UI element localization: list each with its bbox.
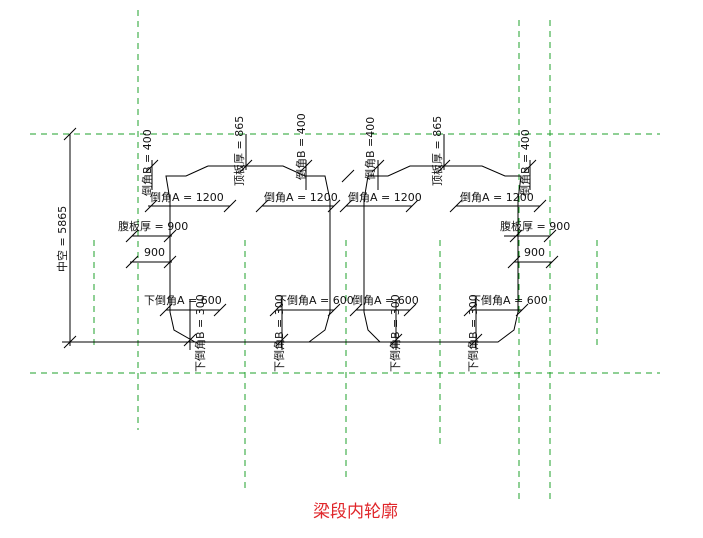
chamfer-b-label-4: 倒角B = 400 [519,129,532,196]
chamfer-b-label-3: 倒角B =400 [364,117,377,180]
web-thickness-label-1: 腹板厚 = 900 [118,219,188,233]
tick [389,333,403,347]
bottom-chamfer-a-label-3: 倒角A = 600 [352,294,419,307]
tick [327,303,341,317]
tick [223,199,237,213]
right-cell-outline [363,165,522,343]
bottom-chamfer-b-label-2: 下倒角B = 300 [273,294,286,372]
tick [533,199,547,213]
tick [341,169,355,183]
chamfer-a-label-3: 倒角A = 1200 [348,191,422,204]
tick [125,229,139,243]
hollow-height-tick-bottom [63,335,77,349]
bottom-chamfer-b-label-3: 下倒角B = 300 [389,294,402,372]
tick [523,159,537,173]
tick [339,199,353,213]
tick [144,199,158,213]
tick [349,303,363,317]
hollow-height-tick-top [63,127,77,141]
reference-grid [30,10,660,500]
tick [405,199,419,213]
tick [163,255,177,269]
tick [269,303,283,317]
tick [515,303,529,317]
web-900-label-2: 900 [524,246,545,259]
tick [125,255,139,269]
chamfer-a-label-1: 倒角A = 1200 [150,191,224,204]
tick [507,255,521,269]
tick [449,199,463,213]
tick [469,333,483,347]
tick [327,199,341,213]
chamfer-b-label-2: 倒角B = 400 [295,113,308,180]
hollow-height-label: 中空 = 5865 [55,206,69,272]
tick [403,303,417,317]
tick [437,159,451,173]
bottom-chamfer-a-label-2: 下倒角A = 600 [276,294,354,307]
tick [543,229,557,243]
bottom-chamfer-b-label-1: 下倒角B = 300 [194,294,207,372]
bottom-chamfer-a-label-1: 下倒角A = 600 [144,294,222,307]
tick [145,159,159,173]
top-slab-label-1: 顶板厚 = 865 [232,116,246,186]
bottom-chamfer-b-label-4: 下倒角B = 300 [467,294,480,372]
bottom-chamfer-a-label-4: 下倒角A = 600 [470,294,548,307]
dimension-lines [125,134,559,350]
tick [509,229,523,243]
tick [463,303,477,317]
tick [255,199,269,213]
web-thickness-label-2: 腹板厚 = 900 [500,219,570,233]
chamfer-b-label-1: 倒角B = 400 [141,129,154,196]
tick [371,159,385,173]
section-outline [62,127,522,349]
drawing-caption: 梁段内轮廓 [313,502,398,522]
web-900-label-1: 900 [144,246,165,259]
chamfer-a-label-4: 倒角A = 1200 [460,191,534,204]
top-slab-label-2: 顶板厚 = 865 [430,116,444,186]
chamfer-a-label-2: 倒角A = 1200 [264,191,338,204]
tick [545,255,559,269]
tick [183,333,197,347]
tick [275,333,289,347]
tick [213,303,227,317]
tick [159,303,173,317]
tick [163,229,177,243]
tick [299,159,313,173]
tick [239,159,253,173]
